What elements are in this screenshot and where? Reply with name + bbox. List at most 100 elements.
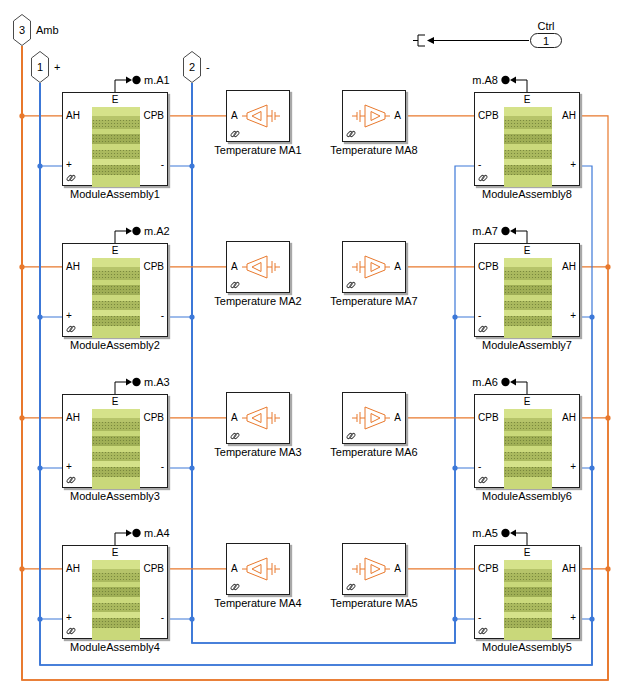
outport-block: 1Ctrl: [530, 33, 562, 48]
thermal-connection: [22, 46, 62, 267]
block-name: Temperature MA8: [330, 144, 417, 157]
connection-port: 3Amb: [13, 14, 31, 46]
arrowhead: [126, 379, 132, 386]
arrowhead: [126, 228, 132, 235]
electrical-connection: [168, 83, 192, 468]
junction-dot: [19, 113, 24, 118]
electrical-connection: [168, 83, 192, 317]
signal-line: [515, 231, 527, 243]
signal-label: m.A3: [144, 376, 170, 389]
port-label: A: [394, 412, 401, 424]
electrical-connection: [192, 83, 474, 643]
battery-graphic: [92, 560, 140, 638]
electrical-connection: [40, 83, 62, 317]
port-label: -: [161, 310, 164, 322]
thermal-connection: [406, 568, 474, 569]
module-assembly-block: CPBAH-+EModuleAssembly6: [474, 394, 580, 488]
port-label: +: [570, 310, 576, 322]
module-assembly-block: AHCPB+-EModuleAssembly3: [62, 394, 168, 488]
link-icon: [478, 324, 488, 334]
junction-dot: [589, 465, 594, 470]
temperature-sensor-block: ATemperature MA5: [342, 543, 406, 595]
connection-port: 1+: [31, 51, 49, 83]
signal-port-dot: [132, 227, 140, 235]
electrical-connection: [40, 83, 62, 619]
arrowhead: [427, 37, 434, 44]
junction-dot: [605, 264, 610, 269]
port-name: +: [54, 61, 60, 73]
port-label: E: [524, 94, 531, 106]
port-label: -: [161, 612, 164, 624]
port-label: AH: [562, 110, 576, 122]
signal-label: m.A5: [472, 527, 498, 540]
port-label: AH: [66, 261, 80, 273]
link-icon: [230, 582, 240, 592]
port-label: AH: [66, 412, 80, 424]
junction-dot: [19, 566, 24, 571]
block-name: Temperature MA6: [330, 446, 417, 459]
signal-line: [515, 533, 527, 545]
junction-dot: [605, 415, 610, 420]
junction-dot: [37, 465, 42, 470]
link-icon: [346, 280, 356, 290]
thermal-connection: [22, 46, 608, 680]
arrowhead: [510, 77, 516, 84]
port-number: 3: [19, 24, 25, 36]
signal-line: [115, 231, 127, 243]
electrical-connection: [192, 83, 474, 643]
electrical-connection: [192, 83, 474, 643]
port-label: CPB: [143, 261, 164, 273]
junction-dot: [452, 616, 457, 621]
port-label: +: [570, 159, 576, 171]
junction-dot: [189, 616, 194, 621]
arrowhead: [126, 77, 132, 84]
junction-dot: [189, 314, 194, 319]
link-icon: [66, 626, 76, 636]
port-name: -: [206, 61, 210, 73]
connection-port: 2-: [183, 51, 201, 83]
port-label: A: [394, 261, 401, 273]
signal-line: [515, 80, 527, 92]
block-name: Temperature MA4: [214, 597, 301, 610]
block-name: Temperature MA2: [214, 295, 301, 308]
module-assembly-block: AHCPB+-EModuleAssembly2: [62, 243, 168, 337]
module-assembly-block: CPBAH-+EModuleAssembly8: [474, 92, 580, 186]
port-label: CPB: [478, 261, 499, 273]
thermal-connection: [22, 46, 608, 680]
electrical-connection: [40, 83, 62, 468]
electrical-connection: [168, 83, 192, 619]
thermal-connection: [22, 46, 62, 116]
port-label: CPB: [478, 412, 499, 424]
junction-dot: [589, 616, 594, 621]
temperature-sensor-block: ATemperature MA4: [226, 543, 290, 595]
arrowhead: [510, 530, 516, 537]
link-icon: [478, 173, 488, 183]
electrical-connection: [40, 83, 62, 166]
signal-label: m.A1: [144, 74, 170, 87]
signal-label: m.A7: [472, 225, 498, 238]
port-label: E: [112, 94, 119, 106]
signal-port-dot: [132, 529, 140, 537]
link-icon: [230, 129, 240, 139]
temperature-sensor-block: ATemperature MA2: [226, 241, 290, 293]
port-label: CPB: [478, 563, 499, 575]
electrical-connection: [40, 83, 592, 665]
port-label: -: [161, 159, 164, 171]
port-label: -: [161, 461, 164, 473]
port-label: A: [231, 563, 238, 575]
signal-line: [115, 80, 127, 92]
port-label: AH: [66, 563, 80, 575]
signal-port-dot: [132, 378, 140, 386]
battery-graphic: [504, 560, 552, 638]
thermal-connection: [22, 46, 608, 680]
port-label: A: [394, 110, 401, 122]
junction-dot: [37, 314, 42, 319]
block-name: ModuleAssembly6: [482, 490, 572, 503]
junction-dot: [605, 566, 610, 571]
port-label: -: [478, 612, 481, 624]
electrical-connection: [40, 83, 592, 665]
port-label: AH: [562, 261, 576, 273]
junction-dot: [19, 264, 24, 269]
port-label: CPB: [143, 563, 164, 575]
port-label: E: [524, 547, 531, 559]
